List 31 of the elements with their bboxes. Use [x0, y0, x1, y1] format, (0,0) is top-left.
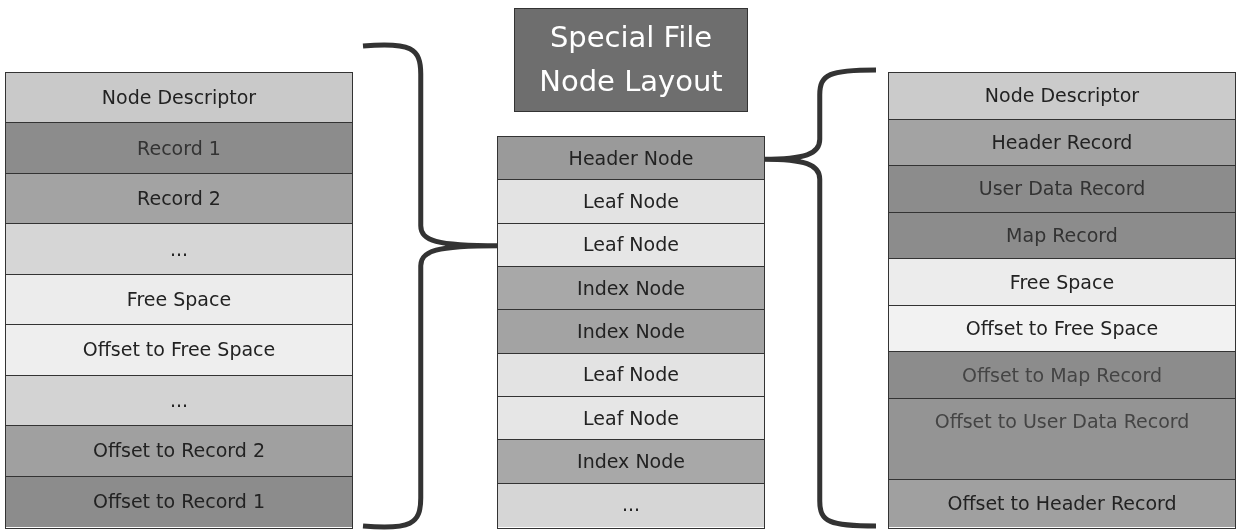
record-row: Record 2 — [6, 173, 352, 225]
record-row: Offset to Record 2 — [6, 426, 352, 477]
record-row: Index Node — [498, 310, 764, 354]
record-row: Leaf Node — [498, 180, 764, 224]
record-row: Offset to User Data Record — [889, 398, 1235, 481]
record-row: User Data Record — [889, 166, 1235, 213]
node-stack — [497, 136, 765, 529]
record-row: Offset to Map Record — [889, 352, 1235, 399]
record-row: Free Space — [889, 259, 1235, 306]
record-row: Offset to Header Record — [889, 480, 1235, 527]
record-row: Free Space — [6, 274, 352, 326]
record-row: Map Record — [889, 212, 1235, 260]
record-row: Offset to Free Space — [6, 325, 352, 376]
record-row: Header Record — [889, 119, 1235, 167]
record-row: Header Node — [498, 137, 764, 181]
node-stack — [5, 72, 353, 529]
record-row: Index Node — [498, 440, 764, 484]
record-row: ... — [6, 375, 352, 427]
title: Special File Node Layout — [514, 8, 748, 112]
record-row: Offset to Record 1 — [6, 476, 352, 527]
record-row: Leaf Node — [498, 397, 764, 441]
record-row: Index Node — [498, 267, 764, 311]
node-stack — [888, 72, 1236, 529]
record-row: Node Descriptor — [6, 73, 352, 124]
record-row: ... — [6, 224, 352, 275]
record-row: Offset to Free Space — [889, 305, 1235, 353]
record-row: ... — [498, 483, 764, 527]
record-row: Leaf Node — [498, 353, 764, 397]
record-row: Leaf Node — [498, 223, 764, 267]
record-row: Record 1 — [6, 123, 352, 174]
record-row: Node Descriptor — [889, 73, 1235, 120]
